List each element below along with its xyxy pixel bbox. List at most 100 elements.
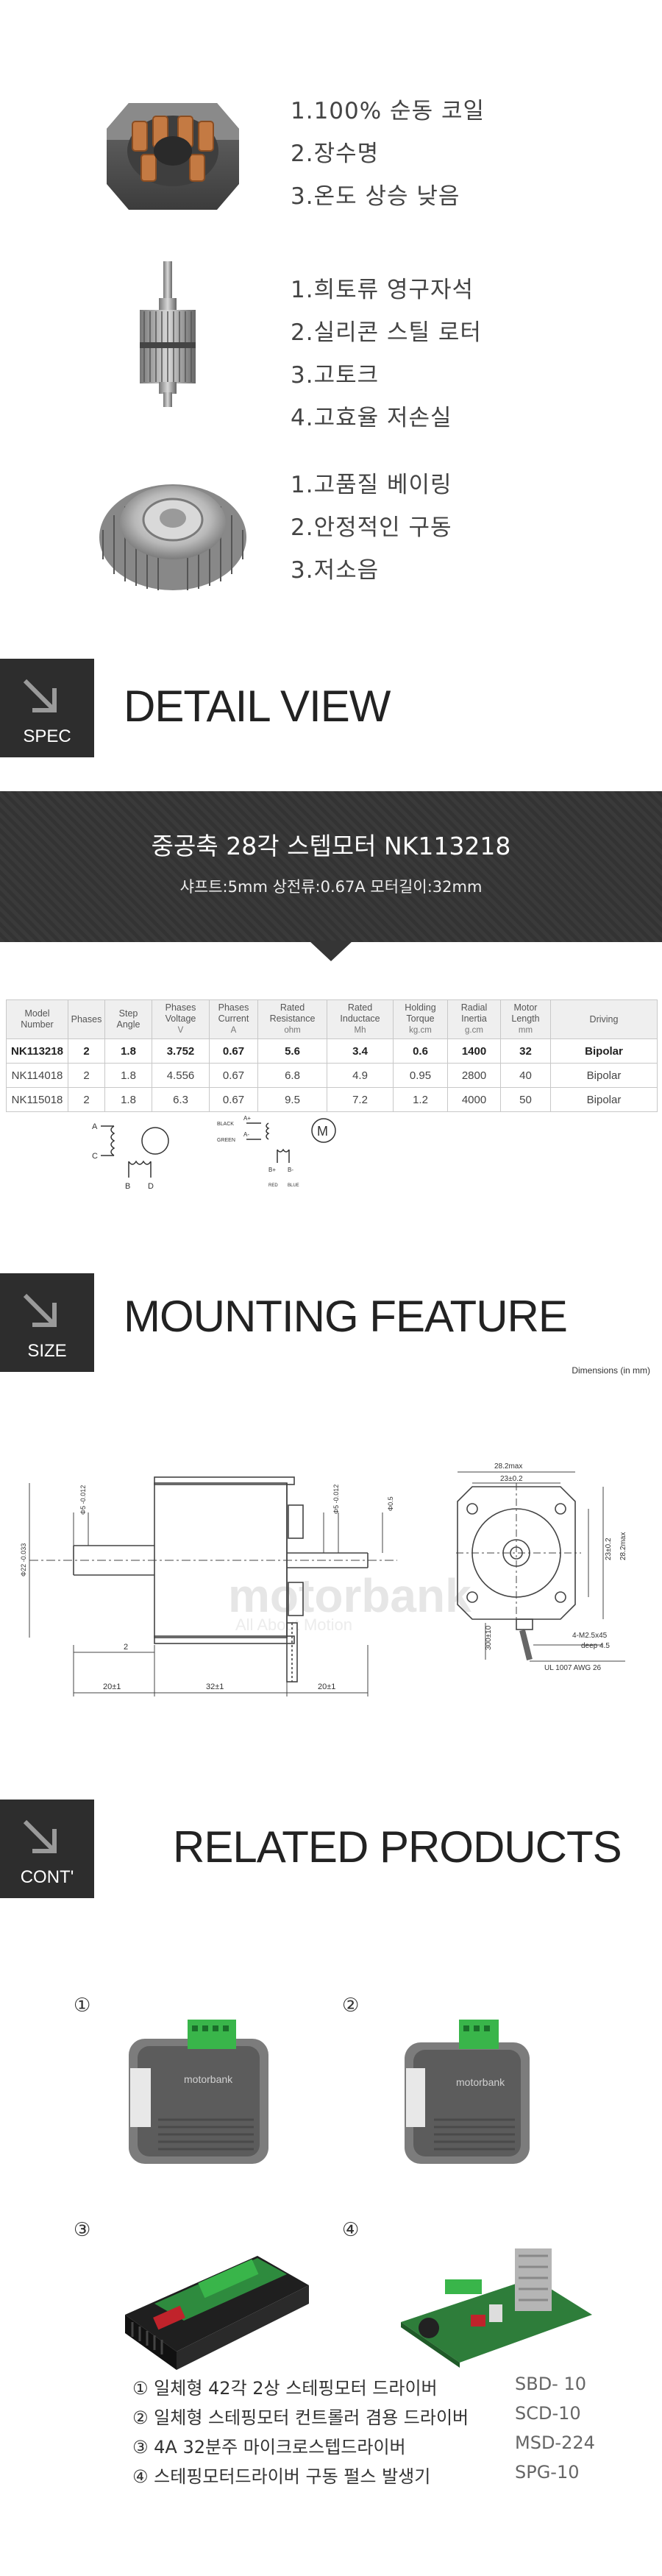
wire-b-minus: B-: [288, 1167, 293, 1173]
spec-header-cell: Phases: [68, 999, 105, 1039]
banner-title: 중공축 28각 스텝모터 NK113218: [151, 832, 511, 860]
dim-282-side: 28.2max: [619, 1532, 627, 1560]
table-cell: 1.8: [104, 1063, 152, 1088]
feature-rotor: 1.희토류 영구자석 2.실리콘 스틸 로터 3.고토크 4.고효율 저손실: [0, 261, 662, 431]
wire-label-c: C: [92, 1152, 98, 1161]
product-number: ①: [74, 1995, 91, 2017]
table-row: NK115018 2 1.8 6.3 0.67 9.5 7.2 1.2 4000…: [6, 1087, 658, 1112]
feature-item: 1.100% 순동 코일: [291, 98, 485, 124]
related-product-list: ① 일체형 42각 2상 스테핑모터 드라이버 SBD- 10 ② 일체형 스테…: [132, 2374, 647, 2491]
table-cell: 1.8: [104, 1038, 152, 1064]
motor-symbol: M: [317, 1124, 328, 1139]
table-cell: 2: [68, 1038, 105, 1064]
coil-stator-icon: [107, 103, 239, 210]
table-cell: Bipolar: [550, 1038, 658, 1064]
list-item[interactable]: ① 일체형 42각 2상 스테핑모터 드라이버 SBD- 10: [132, 2374, 647, 2403]
dim-right-shaft: Φ5 -0.012: [332, 1485, 340, 1514]
dim-left-shaft: Φ5 -0.012: [79, 1485, 87, 1515]
product-2[interactable]: ② motorbank: [342, 1995, 563, 2186]
product-number: ④: [132, 2466, 149, 2487]
pulse-generator-spg10-image: [401, 2248, 592, 2368]
table-cell: 32: [500, 1038, 551, 1064]
feature-bearing: 1.고품질 베이링 2.안정적인 구동 3.저소음: [0, 456, 662, 611]
section-title-related-products: RELATED PRODUCTS: [173, 1822, 622, 1872]
dimensions-note: Dimensions (in mm): [572, 1365, 650, 1376]
table-cell: Bipolar: [550, 1063, 658, 1088]
arrow-down-right-icon: [23, 1819, 57, 1853]
product-code: MSD-224: [515, 2432, 595, 2453]
size-badge: SIZE: [0, 1273, 94, 1372]
wire-b-plus: B+: [268, 1167, 276, 1173]
product-number: ②: [342, 1995, 360, 2017]
table-row: NK113218 2 1.8 3.752 0.67 5.6 3.4 0.6 14…: [6, 1038, 658, 1064]
table-row: NK114018 2 1.8 4.556 0.67 6.8 4.9 0.95 2…: [6, 1063, 658, 1088]
product-logo: motorbank: [184, 2073, 233, 2085]
dim-32: 32±1: [206, 1682, 224, 1691]
dim-deep: deep 4.5: [581, 1642, 610, 1650]
wire-red: RED: [268, 1183, 278, 1188]
dim-20b: 20±1: [318, 1682, 335, 1691]
product-number: ④: [342, 2219, 360, 2241]
dim-23-side: 23±0.2: [605, 1538, 613, 1560]
wire-green: GREEN: [217, 1138, 235, 1143]
table-cell: 1.8: [104, 1087, 152, 1112]
wire-a-minus: A-: [243, 1131, 249, 1138]
product-name: 스테핑모터드라이버 구동 펄스 발생기: [154, 2466, 431, 2487]
driver-msd224-image: [125, 2256, 309, 2370]
product-4[interactable]: ④: [342, 2219, 592, 2368]
table-cell: 5.6: [257, 1038, 327, 1064]
product-name: 일체형 42각 2상 스테핑모터 드라이버: [154, 2378, 438, 2399]
feature-item: 3.저소음: [291, 557, 380, 584]
table-cell: 0.95: [393, 1063, 448, 1088]
section-cont-header: CONT' RELATED PRODUCTS: [0, 1800, 662, 1903]
table-cell: 4000: [447, 1087, 501, 1112]
wire-label-d: D: [148, 1182, 154, 1191]
feature-item: 2.안정적인 구동: [291, 514, 452, 541]
wire-label-b: B: [125, 1182, 130, 1191]
table-cell: NK115018: [6, 1087, 68, 1112]
product-name: 4A 32분주 마이크로스텝드라이버: [154, 2437, 406, 2458]
feature-item: 3.고토크: [291, 362, 380, 389]
section-title-detail-view: DETAIL VIEW: [124, 682, 391, 731]
feature-item: 2.실리콘 스틸 로터: [291, 319, 482, 346]
table-cell: NK114018: [6, 1063, 68, 1088]
driver-sbd10-image: motorbank: [129, 2020, 268, 2164]
cont-badge: CONT': [0, 1800, 94, 1898]
product-logo: motorbank: [456, 2076, 505, 2088]
product-1[interactable]: ① motorbank: [74, 1995, 294, 2186]
spec-header-cell: Model Number: [6, 999, 68, 1039]
feature-item: 1.희토류 영구자석: [291, 277, 474, 303]
list-item[interactable]: ③ 4A 32분주 마이크로스텝드라이버 MSD-224: [132, 2432, 647, 2462]
table-cell: 0.6: [393, 1038, 448, 1064]
spec-header-cell: Step Angle: [104, 999, 152, 1039]
feature-bearing-list: 1.고품질 베이링 2.안정적인 구동 3.저소음: [291, 464, 452, 592]
product-3[interactable]: ③: [74, 2219, 316, 2370]
table-cell: 4.9: [327, 1063, 394, 1088]
mechanical-drawing: motorbank All About Motion Φ5 -0.012: [20, 1462, 627, 1696]
table-cell: 1400: [447, 1038, 501, 1064]
feature-rotor-list: 1.희토류 영구자석 2.실리콘 스틸 로터 3.고토크 4.고효율 저손실: [291, 269, 482, 439]
dim-r: Φ0.5: [387, 1496, 394, 1511]
table-cell: 9.5: [257, 1087, 327, 1112]
section-spec-header: SPEC DETAIL VIEW: [0, 659, 662, 762]
list-item[interactable]: ② 일체형 스테핑모터 컨트롤러 겸용 드라이버 SCD-10: [132, 2403, 647, 2432]
arrow-down-right-icon: [23, 1293, 57, 1327]
table-cell: 3.4: [327, 1038, 394, 1064]
table-cell: 50: [500, 1087, 551, 1112]
arrow-down-right-icon: [23, 679, 57, 712]
table-cell: 4.556: [152, 1063, 210, 1088]
table-cell: 1.2: [393, 1087, 448, 1112]
feature-coil-list: 1.100% 순동 코일 2.장수명 3.온도 상승 낮음: [291, 90, 485, 218]
list-item[interactable]: ④ 스테핑모터드라이버 구동 펄스 발생기 SPG-10: [132, 2462, 647, 2491]
spec-header-cell: Driving: [550, 999, 658, 1039]
product-number: ③: [74, 2219, 91, 2241]
dim-20a: 20±1: [103, 1682, 121, 1691]
product-banner: 중공축 28각 스텝모터 NK113218 샤프트:5mm 상전류:0.67A …: [0, 791, 662, 961]
